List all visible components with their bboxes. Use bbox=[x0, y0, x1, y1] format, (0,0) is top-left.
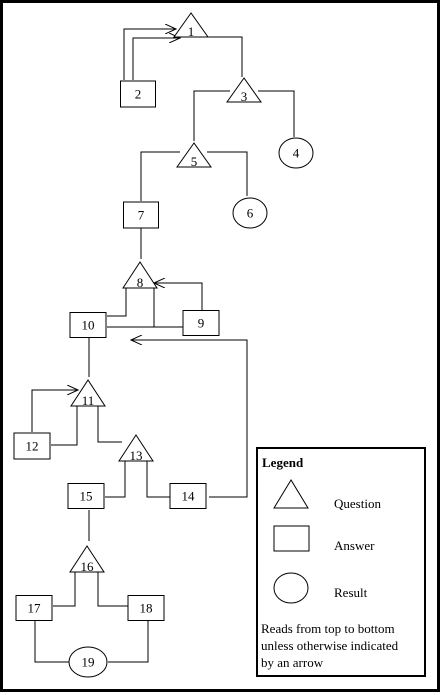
answer-box bbox=[127, 595, 165, 621]
legend-result-label: Result bbox=[334, 585, 368, 600]
connector-3-to-5 bbox=[193, 90, 230, 141]
connector-1-to-3 bbox=[208, 36, 243, 77]
connector-2-to-1-inner bbox=[132, 38, 180, 80]
node-label-3: 3 bbox=[241, 89, 248, 104]
node-8: 8 bbox=[122, 261, 158, 290]
node-1: 1 bbox=[173, 12, 209, 39]
node-12: 12 bbox=[13, 432, 51, 460]
legend-title: Legend bbox=[262, 455, 304, 470]
node-13: 13 bbox=[118, 434, 154, 463]
connector-11-to-13 bbox=[97, 405, 122, 443]
connector-9-to-8 bbox=[154, 283, 203, 310]
connector-2-to-1-outer bbox=[123, 29, 176, 80]
question-triangle-icon bbox=[176, 142, 212, 168]
answer-box bbox=[123, 201, 159, 229]
node-label-18: 18 bbox=[140, 601, 153, 616]
connector-18-to-19 bbox=[108, 620, 149, 663]
legend-result-icon bbox=[273, 572, 309, 604]
connector-5-to-6 bbox=[207, 151, 248, 196]
legend-note-line-2: unless otherwise indicated bbox=[261, 638, 399, 653]
question-triangle-icon bbox=[70, 379, 106, 407]
node-label-6: 6 bbox=[247, 206, 254, 221]
node-15: 15 bbox=[67, 483, 105, 509]
connector-3-to-4 bbox=[258, 90, 295, 137]
node-6: 6 bbox=[232, 197, 268, 229]
answer-box bbox=[169, 483, 207, 509]
answer-box bbox=[13, 432, 51, 460]
node-18: 18 bbox=[127, 595, 165, 621]
question-triangle-icon bbox=[122, 261, 158, 289]
node-label-5: 5 bbox=[191, 154, 198, 169]
answer-box bbox=[120, 80, 156, 108]
connector-11-to-12 bbox=[51, 405, 78, 446]
node-label-16: 16 bbox=[81, 559, 95, 574]
node-label-13: 13 bbox=[130, 448, 143, 463]
legend-question-label: Question bbox=[334, 496, 381, 511]
connector-17-to-19 bbox=[34, 620, 69, 663]
connector-8-to-10-upper bbox=[107, 288, 127, 317]
node-label-10: 10 bbox=[82, 318, 95, 333]
result-circle bbox=[68, 646, 108, 678]
connector-13-to-14 bbox=[146, 460, 171, 498]
legend: Legend Question Answer Result Reads from… bbox=[256, 447, 426, 677]
node-11: 11 bbox=[70, 379, 106, 408]
node-3: 3 bbox=[226, 77, 262, 104]
node-10: 10 bbox=[69, 312, 107, 338]
node-17: 17 bbox=[15, 595, 53, 621]
node-label-9: 9 bbox=[198, 316, 205, 331]
node-2: 2 bbox=[120, 80, 156, 108]
node-label-14: 14 bbox=[182, 489, 196, 504]
connector-14-to-10 bbox=[131, 340, 248, 498]
answer-box bbox=[69, 312, 107, 338]
connector-12-to-11 bbox=[31, 390, 78, 432]
answer-box bbox=[67, 483, 105, 509]
result-circle bbox=[278, 137, 314, 169]
legend-note-line-1: Reads from top to bottom bbox=[261, 621, 395, 636]
legend-note-line-3: by an arrow bbox=[261, 655, 324, 670]
legend-question-icon bbox=[273, 479, 309, 509]
result-circle bbox=[232, 197, 268, 229]
node-19: 19 bbox=[68, 646, 108, 678]
question-triangle-icon bbox=[226, 77, 262, 103]
connectors bbox=[31, 29, 295, 663]
node-label-7: 7 bbox=[138, 208, 145, 223]
connector-8-to-10-lower bbox=[107, 288, 155, 328]
connector-5-to-7 bbox=[140, 151, 180, 201]
connector-13-to-15 bbox=[105, 460, 126, 498]
node-label-11: 11 bbox=[82, 393, 95, 408]
question-triangle-icon bbox=[69, 545, 105, 573]
node-label-12: 12 bbox=[26, 439, 39, 454]
legend-answer-label: Answer bbox=[334, 538, 375, 553]
answer-box bbox=[15, 595, 53, 621]
node-5: 5 bbox=[176, 142, 212, 169]
node-9: 9 bbox=[182, 310, 220, 336]
node-label-2: 2 bbox=[135, 87, 142, 102]
node-4: 4 bbox=[278, 137, 314, 169]
node-7: 7 bbox=[123, 201, 159, 229]
node-label-8: 8 bbox=[137, 275, 144, 290]
node-label-17: 17 bbox=[28, 601, 42, 616]
node-label-19: 19 bbox=[82, 655, 95, 670]
node-label-1: 1 bbox=[188, 24, 195, 39]
question-triangle-icon bbox=[118, 434, 154, 462]
legend-box bbox=[256, 447, 426, 677]
node-label-4: 4 bbox=[293, 146, 300, 161]
question-triangle-icon bbox=[173, 12, 209, 38]
connector-16-to-17 bbox=[53, 570, 76, 607]
node-16: 16 bbox=[69, 545, 105, 574]
node-label-15: 15 bbox=[80, 489, 93, 504]
legend-answer-icon bbox=[273, 525, 310, 552]
answer-box bbox=[182, 310, 220, 336]
connector-16-to-18 bbox=[97, 570, 128, 607]
node-14: 14 bbox=[169, 483, 207, 509]
